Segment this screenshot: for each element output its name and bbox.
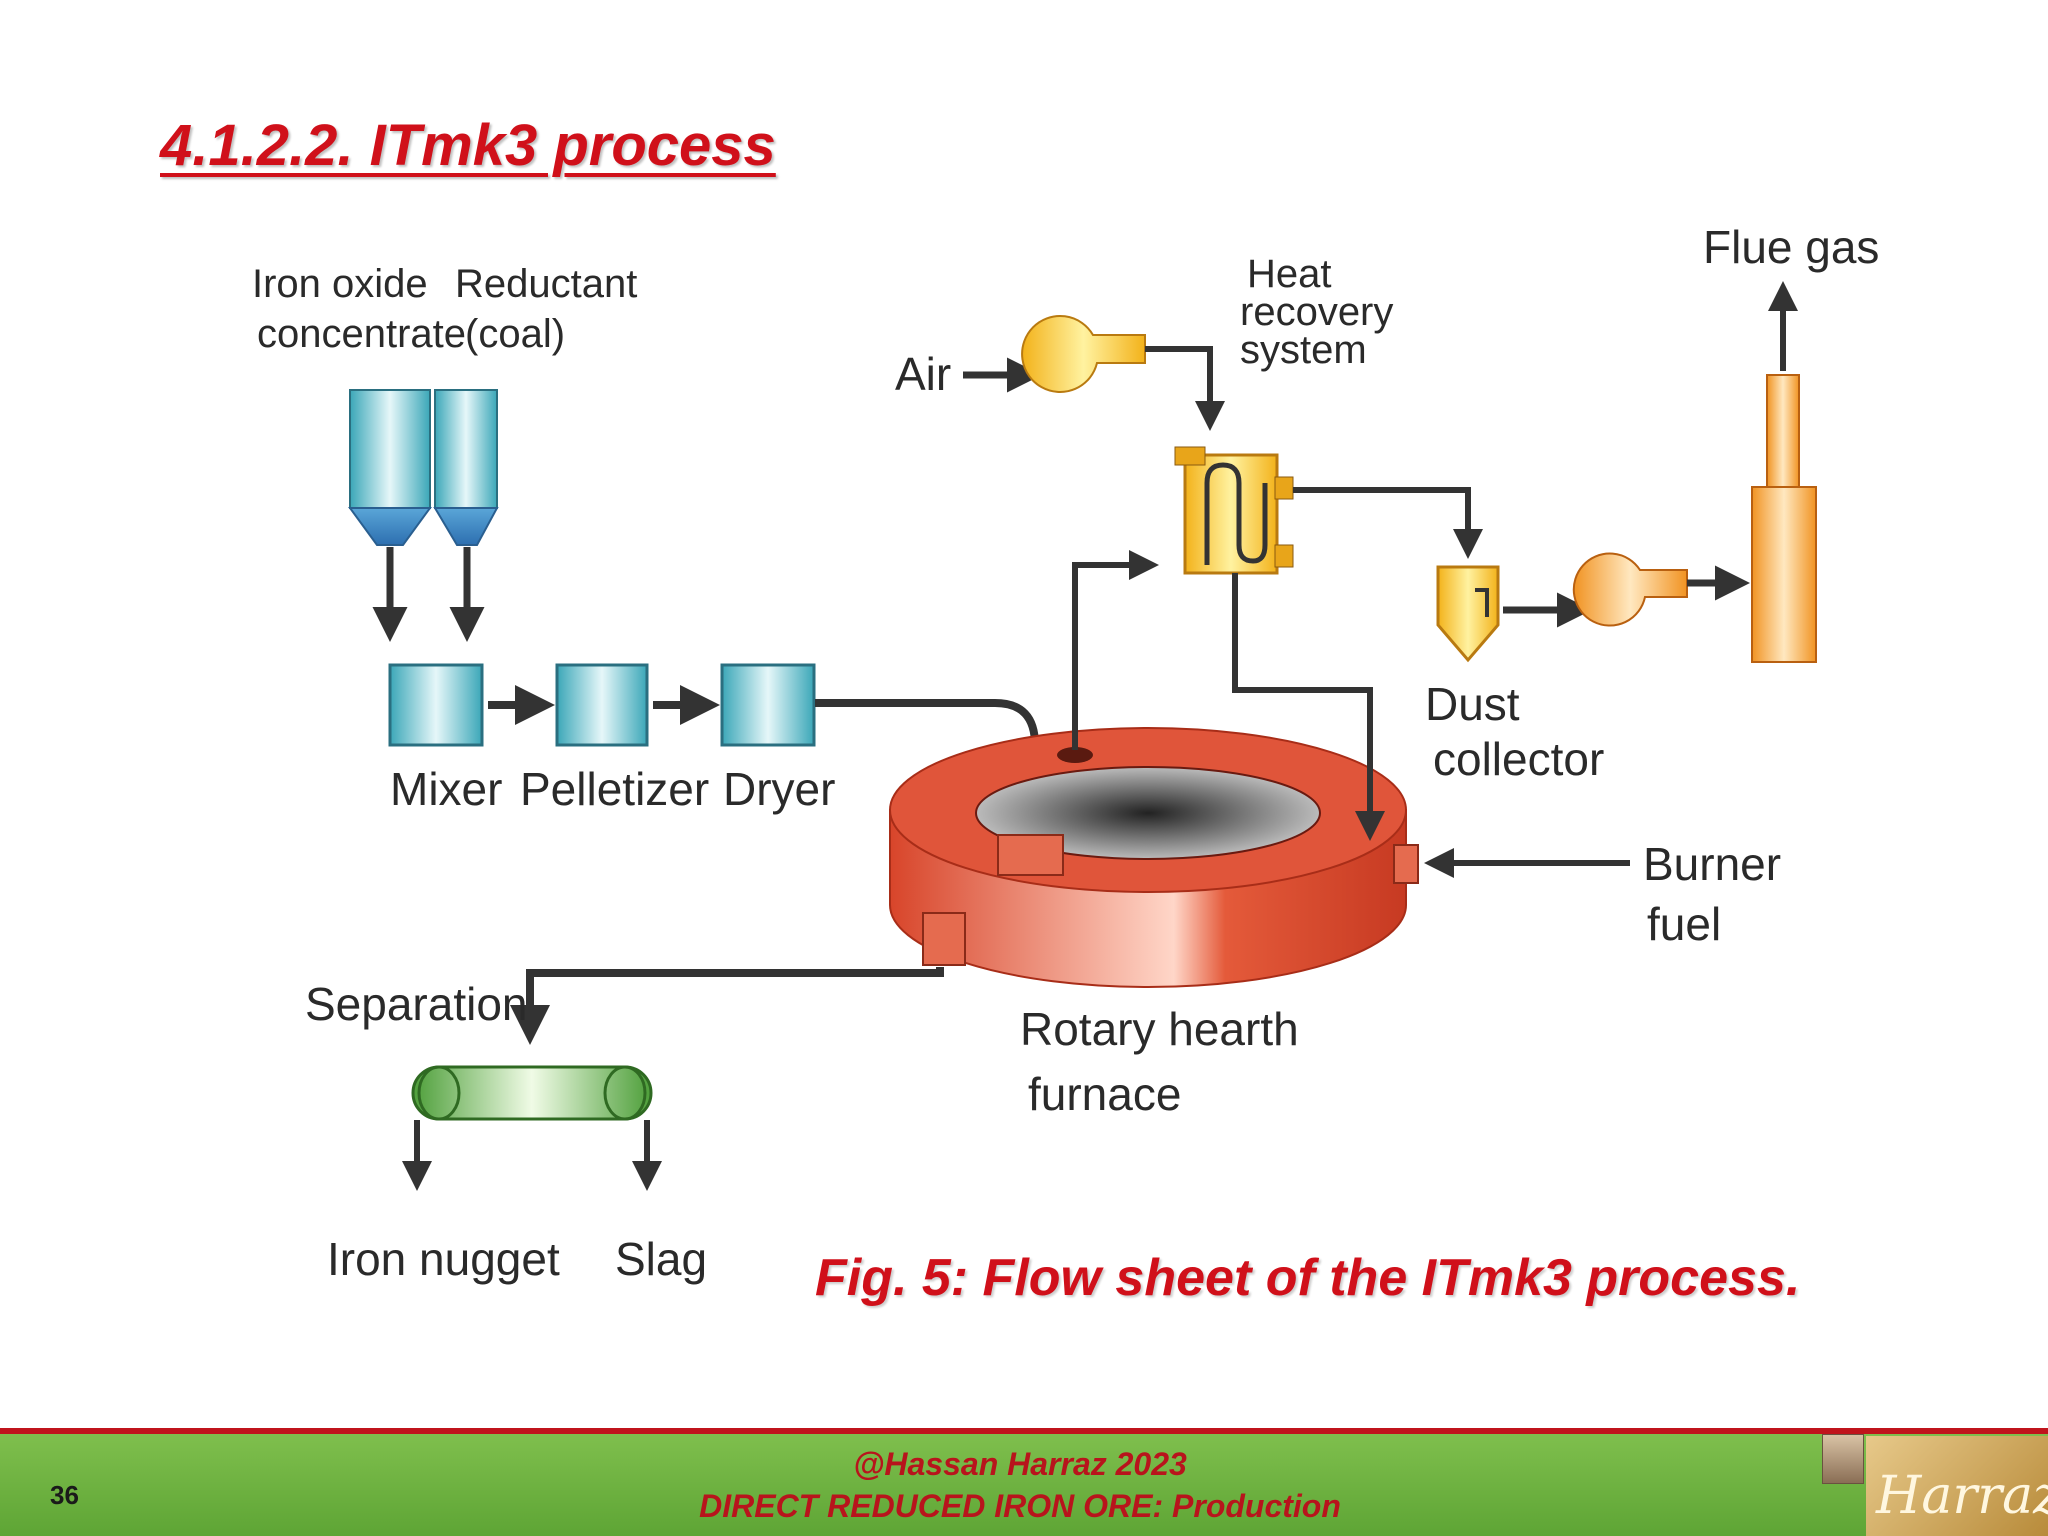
label-iron-oxide-2: concentrate (257, 312, 466, 356)
label-air: Air (895, 348, 951, 400)
air-blower (1021, 315, 1146, 393)
label-rotary-1: Rotary hearth (1020, 1003, 1299, 1055)
separator-drum (411, 1065, 653, 1121)
label-burner-1: Burner (1643, 838, 1781, 890)
arrow-heat-recovery-furnace (1232, 573, 1385, 841)
label-separation: Separation (305, 978, 528, 1030)
raw-material-bins (348, 389, 499, 546)
label-dust-2: collector (1433, 733, 1604, 785)
arrow-blower-heat-recovery (1145, 346, 1225, 431)
rotary-hearth-furnace (889, 727, 1419, 988)
figure-caption: Fig. 5: Flow sheet of the ITmk3 process. (815, 1249, 1801, 1307)
label-iron-oxide-1: Iron oxide (252, 262, 428, 306)
label-flue-gas: Flue gas (1703, 225, 1879, 273)
dryer-box (720, 663, 816, 747)
author-avatar (1822, 1434, 1864, 1484)
mixer-box (388, 663, 484, 747)
label-slag: Slag (615, 1233, 707, 1285)
slide-title: 4.1.2.2. ITmk3 process (160, 113, 776, 178)
label-mixer: Mixer (390, 763, 502, 815)
label-reductant-2: (coal) (465, 312, 565, 356)
label-heat-3: system (1240, 328, 1367, 372)
arrow-furnace-heat-recovery (1072, 550, 1159, 750)
label-dust-1: Dust (1425, 678, 1520, 730)
label-rotary-2: furnace (1028, 1068, 1181, 1120)
label-pelletizer: Pelletizer (520, 763, 709, 815)
page-number: 36 (50, 1480, 79, 1510)
dust-collector (1436, 565, 1500, 663)
label-reductant-1: Reductant (455, 262, 637, 306)
footer-bar (0, 1434, 2048, 1536)
label-heat-2: recovery (1240, 290, 1393, 334)
label-burner-2: fuel (1647, 898, 1721, 950)
diagram-svg: Air Heat recovery system Dust collector (252, 225, 1879, 1285)
label-heat-1: Heat (1247, 252, 1332, 296)
flue-gas-stack (1751, 374, 1817, 663)
footer-subject: DIRECT REDUCED IRON ORE: Production (699, 1488, 1341, 1524)
arrow-heat-recovery-dust (1293, 487, 1483, 559)
heat-recovery-unit (1174, 446, 1294, 575)
footer-divider (0, 1428, 2048, 1434)
label-dryer: Dryer (723, 763, 835, 815)
exhaust-fan (1572, 552, 1688, 627)
arrow-furnace-separation (510, 967, 944, 1045)
process-flow-diagram: Air Heat recovery system Dust collector (235, 225, 1880, 1320)
logo-text: Harraz (1876, 1466, 2048, 1526)
label-iron-nugget: Iron nugget (327, 1233, 560, 1285)
footer-author: @Hassan Harraz 2023 (853, 1446, 1187, 1482)
pelletizer-box (555, 663, 649, 747)
author-logo: Harraz (1866, 1436, 2048, 1536)
